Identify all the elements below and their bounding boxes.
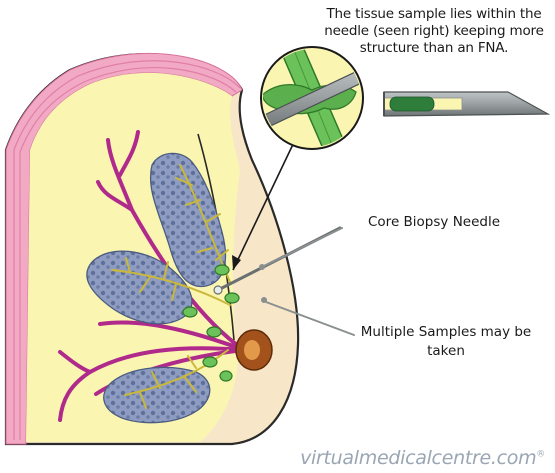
core-biopsy-needle-label: Core Biopsy Needle — [368, 214, 500, 230]
tissue-sample-caption: The tissue sample lies within the needle… — [318, 6, 550, 57]
watermark-text: virtualmedicalcentre.com — [300, 447, 536, 469]
magnified-sample-view — [258, 40, 372, 160]
nipple-inner — [244, 340, 260, 360]
multiple-samples-label: Multiple Samples may be taken — [360, 323, 532, 361]
watermark-logo: virtualmedicalcentre.com® — [300, 447, 545, 469]
needle-tip-illustration — [384, 92, 548, 116]
registered-mark: ® — [536, 450, 545, 460]
